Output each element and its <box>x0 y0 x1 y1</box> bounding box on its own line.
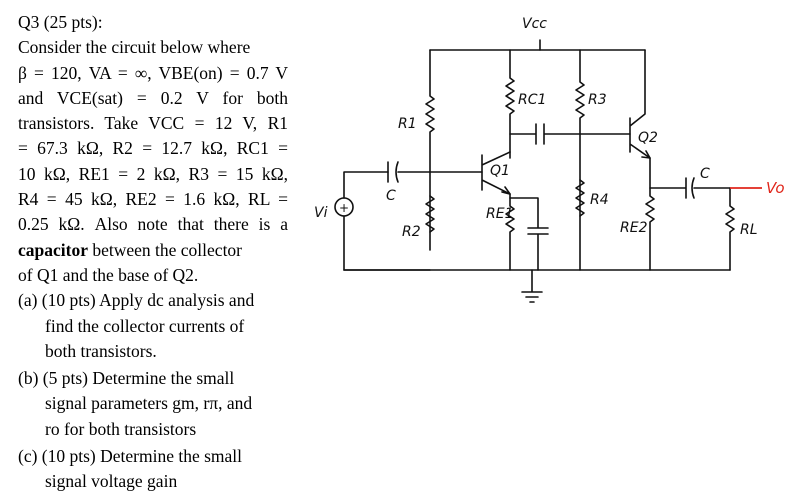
label-vi: Vi <box>314 205 328 221</box>
label-plus: + <box>339 201 349 215</box>
label-r4: R4 <box>590 192 609 208</box>
part-b-line: ro for both transistors <box>45 418 197 439</box>
r2-resistor <box>425 195 435 233</box>
label-r1: R1 <box>398 116 417 132</box>
part-c-label: (c) (10 pts) Determine the small <box>18 446 243 467</box>
part-c-line: signal voltage gain <box>45 471 178 492</box>
part-a-label: (a) (10 pts) Apply dc analysis and <box>18 290 255 311</box>
label-rl: RL <box>740 222 758 238</box>
label-vo: Vo <box>766 179 785 197</box>
part-a-line: find the collector currents of <box>45 315 245 336</box>
bypass-capacitor-icon <box>509 197 549 271</box>
label-c-in: C <box>386 188 396 204</box>
bold-capacitor: capacitor <box>18 239 88 260</box>
label-r2: R2 <box>402 224 421 240</box>
coupling-capacitor-icon <box>509 123 631 145</box>
question-line: and VCE(sat) = 0.2 V for both <box>18 87 288 108</box>
question-line: = 67.3 kΩ, R2 = 12.7 kΩ, RC1 = <box>18 138 288 159</box>
question-line: β = 120, VA = ∞, VBE(on) = 0.7 V <box>18 62 288 83</box>
label-rc1: RC1 <box>518 92 546 108</box>
question-text: Q3 (25 pts): Consider the circuit below … <box>18 10 288 495</box>
r1-resistor <box>425 49 435 251</box>
question-line: Consider the circuit below where <box>18 37 251 58</box>
question-line-capacitor: capacitor between the collector <box>18 238 288 263</box>
label-vcc: Vcc <box>522 16 547 32</box>
c-out-capacitor-icon <box>649 177 731 199</box>
r3-resistor <box>575 49 585 271</box>
q2-transistor-icon <box>629 49 651 159</box>
question-line: R4 = 45 kΩ, RE2 = 1.6 kΩ, RL = <box>18 189 288 210</box>
question-line: transistors. Take VCC = 12 V, R1 <box>18 113 288 134</box>
q1-transistor-icon <box>481 151 511 195</box>
question-line: of Q1 and the base of Q2. <box>18 264 199 285</box>
rc1-resistor <box>505 49 515 159</box>
vi-wire <box>343 171 483 271</box>
rl-resistor <box>725 187 735 271</box>
part-b-line: signal parameters gm, rπ, and <box>45 393 253 414</box>
label-q1: Q1 <box>490 163 510 179</box>
c-in-capacitor-icon <box>387 161 399 183</box>
label-re2: RE2 <box>620 220 648 236</box>
question-line-rest: between the collector <box>87 239 243 260</box>
label-c-out: C <box>700 166 710 182</box>
re1-resistor <box>505 193 515 271</box>
question-line: Q3 (25 pts): <box>18 12 103 32</box>
part-a-line: both transistors. <box>45 340 157 361</box>
label-q2: Q2 <box>638 130 658 146</box>
re2-resistor <box>645 157 655 271</box>
circuit-diagram: Vcc R1 R2 + Vi C RC1 Q1 RE1 R3 R4 Q2 RE2… <box>314 16 785 303</box>
label-re1: RE1 <box>486 206 513 222</box>
r4-resistor <box>575 179 585 217</box>
part-b-label: (b) (5 pts) Determine the small <box>18 368 235 389</box>
label-r3: R3 <box>588 92 607 108</box>
question-line: 0.25 kΩ. Also note that there is a <box>18 214 288 235</box>
question-line: 10 kΩ, RE1 = 2 kΩ, R3 = 15 kΩ, <box>18 163 288 184</box>
ground-icon <box>521 269 543 303</box>
